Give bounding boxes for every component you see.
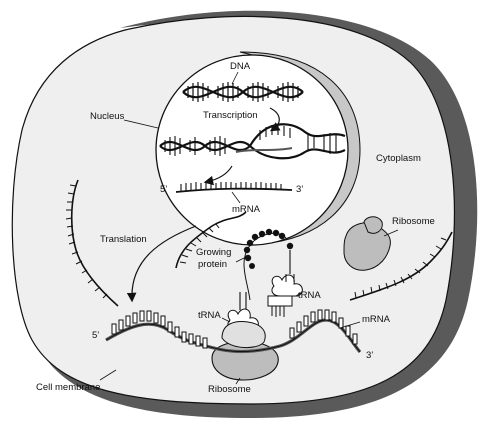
dna-helix-top <box>182 82 304 102</box>
ribosome-cytoplasm <box>343 216 391 271</box>
label-cytoplasm: Cytoplasm <box>376 153 421 164</box>
nucleus-label-pointer <box>123 119 159 129</box>
label-ribosome-bottom: Ribosome <box>208 384 251 395</box>
label-translation: Translation <box>100 234 147 245</box>
label-transcription: Transcription <box>203 110 258 121</box>
label-growing-protein-2: protein <box>198 259 227 270</box>
label-three-prime-bottom: 3’ <box>366 350 373 361</box>
label-nucleus: Nucleus <box>90 111 125 122</box>
cell-membrane-pointer <box>99 369 117 381</box>
trna-right <box>267 242 303 317</box>
label-three-prime-top: 3’ <box>296 184 303 195</box>
mrna-bottom-strand <box>105 309 362 354</box>
ribosome-bottom-pointer <box>235 377 241 385</box>
transcription-to-mrna-arrow <box>203 165 233 186</box>
mrna-exiting-strand <box>175 211 247 269</box>
label-five-prime-bottom: 5’ <box>92 330 99 341</box>
label-trna-right: tRNA <box>298 290 321 301</box>
label-cell-membrane: Cell membrane <box>36 382 100 393</box>
growing-protein-chain <box>243 228 287 301</box>
label-ribosome-cytoplasm: Ribosome <box>392 216 435 227</box>
mrna-bottom-pointer <box>339 321 361 329</box>
mrna-nucleus-pointer <box>231 191 241 204</box>
trna-right-pointer <box>295 291 303 297</box>
label-mrna-bottom: mRNA <box>362 314 391 325</box>
label-mrna-nucleus: mRNA <box>232 204 261 215</box>
growing-protein-pointer <box>235 257 245 263</box>
label-dna: DNA <box>230 61 251 72</box>
dna-helix-transcribing <box>159 123 346 160</box>
dna-label-pointer <box>231 71 239 85</box>
label-trna-left: tRNA <box>198 310 221 321</box>
translation-arrow <box>126 225 197 303</box>
mrna-free-left <box>65 179 119 307</box>
mrna-free-right <box>349 231 453 301</box>
label-growing-protein-1: Growing <box>196 247 231 258</box>
transcription-arrow <box>269 107 281 132</box>
trna-left-pointer <box>221 317 231 323</box>
ribosome-cytoplasm-pointer <box>383 229 399 237</box>
mrna-nucleus-strand <box>175 182 293 193</box>
label-five-prime-top: 5’ <box>160 184 167 195</box>
